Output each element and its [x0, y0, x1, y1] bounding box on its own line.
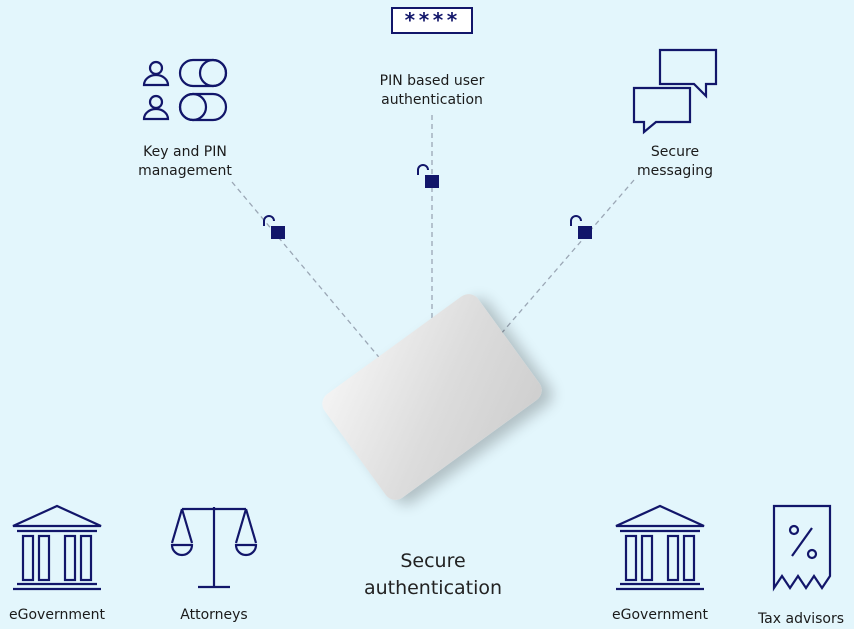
- chat-bubbles-icon: [632, 48, 718, 135]
- key-pin-label: Key and PIN management: [138, 144, 232, 179]
- pin-display-icon: ****: [391, 7, 473, 34]
- tax-receipt-icon: [772, 504, 832, 592]
- pin-display-text: ****: [403, 8, 461, 32]
- lock-icon: [263, 215, 285, 239]
- use-case-label: eGovernment: [612, 607, 708, 623]
- use-case-label: eGovernment: [9, 607, 105, 623]
- line-secure-msg: [499, 179, 635, 336]
- line-key-pin: [231, 181, 389, 369]
- government-building-icon: [615, 504, 705, 591]
- government-building-icon: [12, 504, 102, 591]
- pin-auth-label: PIN based user authentication: [379, 73, 485, 108]
- use-case-label: Attorneys: [180, 607, 248, 623]
- secure-authentication-label: Secure authentication: [363, 550, 503, 599]
- lock-icon: [570, 215, 592, 239]
- secure-msg-label: Secure messaging: [637, 144, 713, 179]
- use-case-label: Tax advisors: [757, 611, 845, 627]
- lock-icon: [417, 164, 439, 188]
- scales-icon: [170, 507, 258, 589]
- users-toggle-icon: [142, 58, 228, 122]
